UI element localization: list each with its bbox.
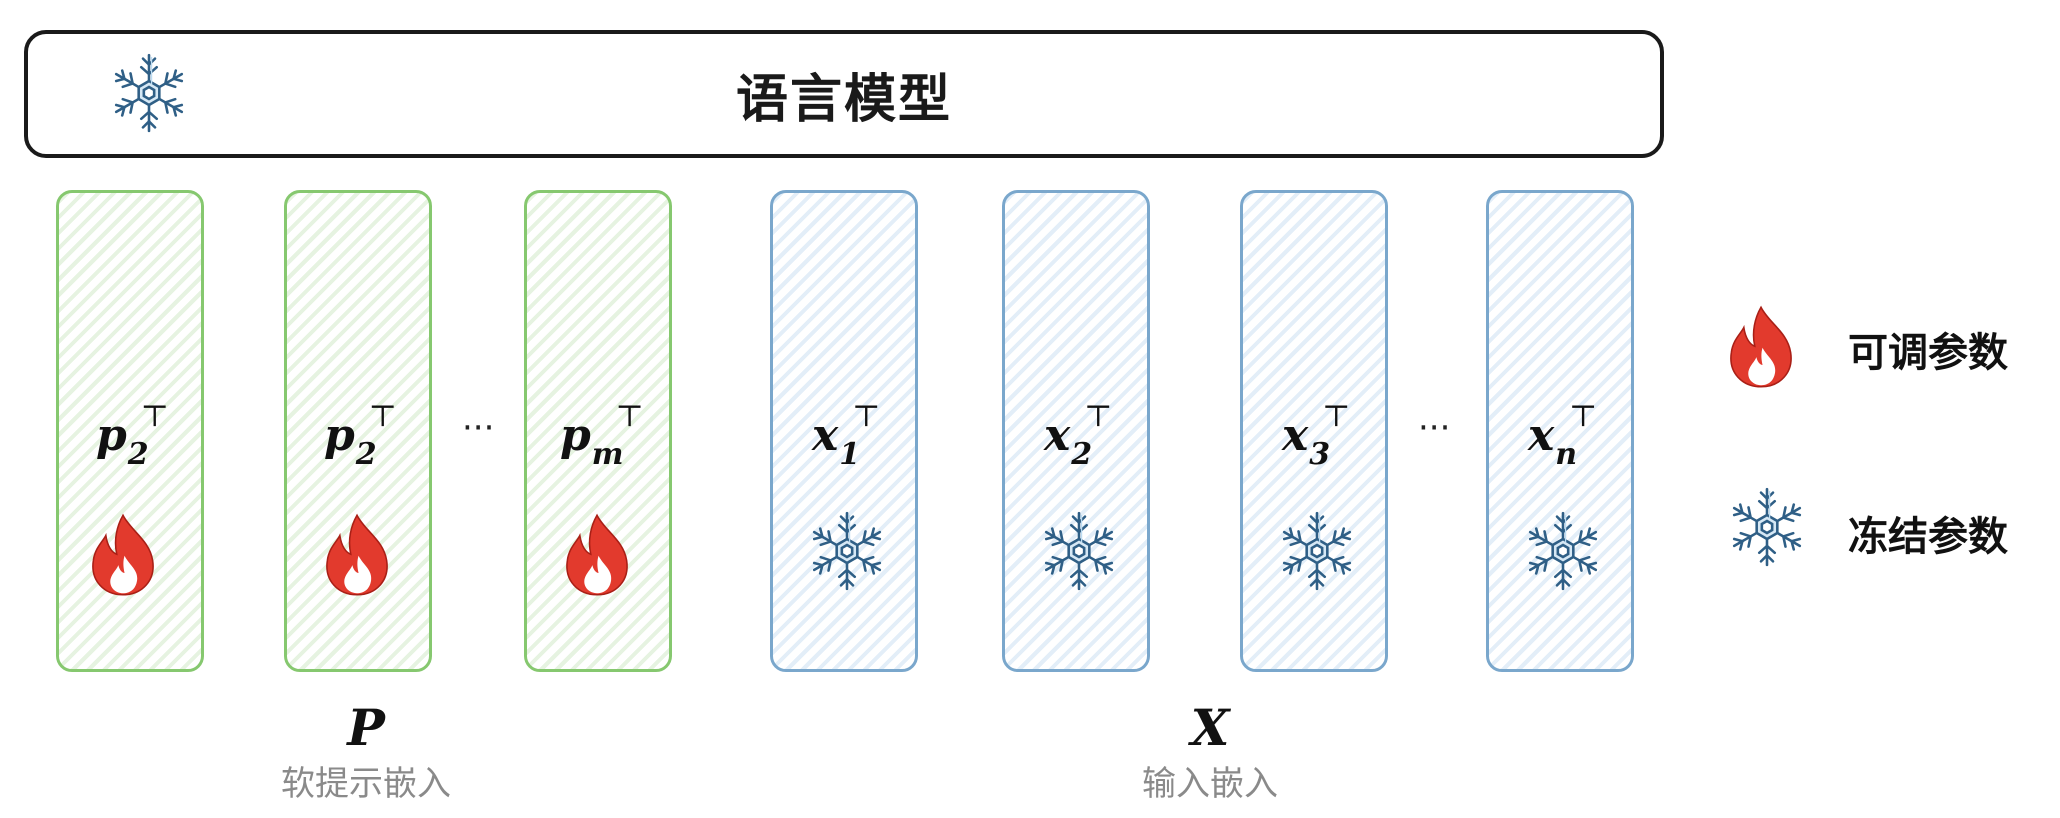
input-column: [770, 190, 918, 672]
language-model-box: [24, 30, 1664, 158]
soft-prompt-symbol: P: [347, 698, 385, 757]
soft-prompt-token: pm⊤: [560, 399, 644, 472]
soft-prompt-name: 软提示嵌入: [281, 764, 451, 804]
input-column: [1002, 190, 1150, 672]
input-symbol: X: [1190, 698, 1230, 757]
input-column: [1240, 190, 1388, 672]
input-token: x2⊤: [1044, 399, 1113, 472]
input-ellipsis: ···: [1418, 408, 1451, 448]
input-name: 输入嵌入: [1142, 764, 1278, 804]
input-column: [1486, 190, 1634, 672]
flame-icon: [1722, 304, 1800, 390]
language-model-label: 语言模型: [735, 69, 952, 130]
soft-prompt-token: p2⊤: [324, 399, 397, 472]
soft-prompt-column: [284, 190, 432, 672]
snowflake-icon: [1036, 508, 1122, 594]
input-token: x3⊤: [1282, 399, 1351, 472]
snowflake-icon: [804, 508, 890, 594]
snowflake-icon: [1520, 508, 1606, 594]
legend-tunable-label: 可调参数: [1848, 330, 2008, 376]
flame-icon: [84, 512, 162, 598]
flame-icon: [318, 512, 396, 598]
soft-prompt-token: p2⊤: [96, 399, 169, 472]
input-token: x1⊤: [812, 399, 881, 472]
snowflake-icon: [1274, 508, 1360, 594]
snowflake-icon: [106, 50, 192, 136]
soft-prompt-ellipsis: ···: [462, 408, 495, 448]
input-token: xn⊤: [1528, 399, 1598, 472]
flame-icon: [558, 512, 636, 598]
snowflake-icon: [1724, 484, 1810, 570]
legend-frozen-label: 冻结参数: [1848, 514, 2008, 560]
